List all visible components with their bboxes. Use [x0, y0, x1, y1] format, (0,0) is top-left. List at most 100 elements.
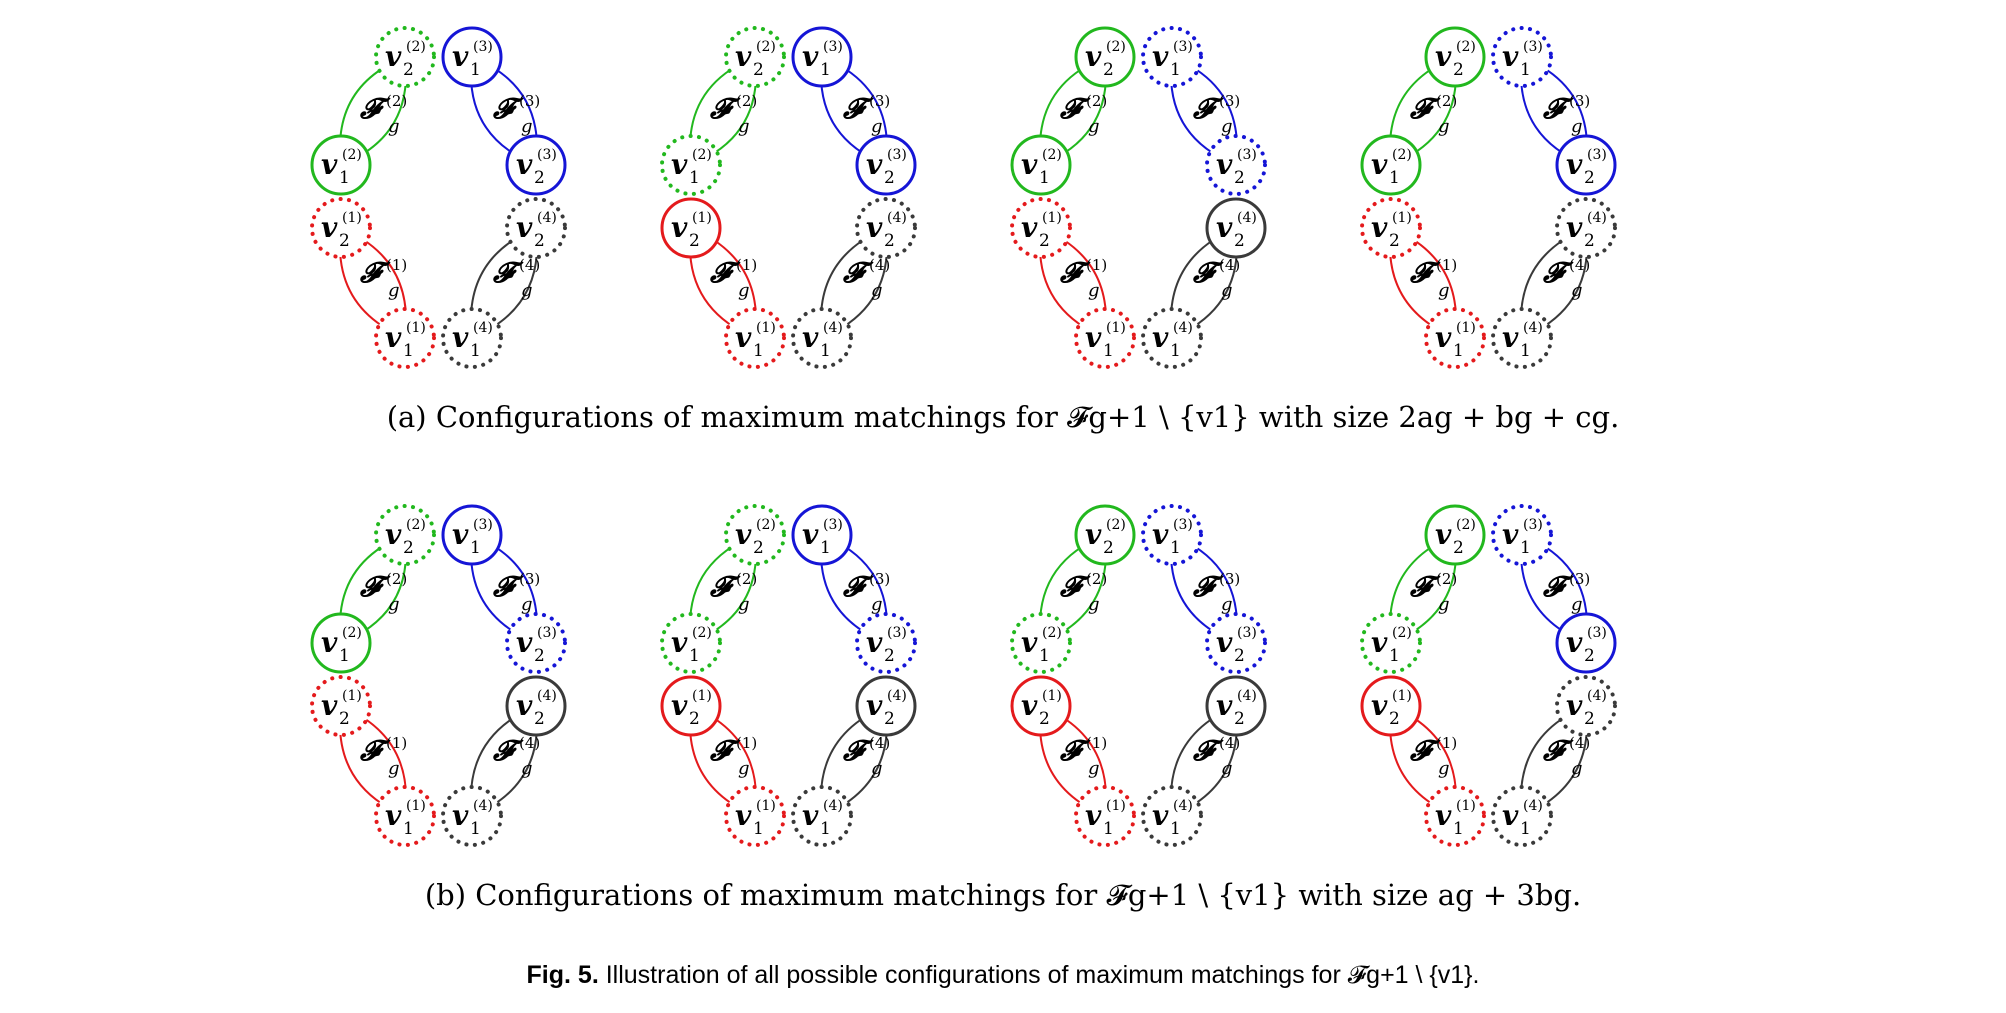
- vertex-v1-1-unmatched: [374, 785, 436, 847]
- vertex-label: v: [1216, 626, 1233, 659]
- vertex-v1-1-unmatched: [1424, 307, 1486, 369]
- vertex-label-sub: 1: [470, 538, 481, 558]
- subgraph-label-sub: g: [1221, 758, 1233, 779]
- vertex-v2-4-matched: [1205, 675, 1267, 737]
- vertex-label-sub: 1: [1453, 819, 1464, 839]
- subgraph-label-sup: (3): [519, 92, 540, 110]
- vertex-v2-3-matched: [855, 134, 917, 196]
- vertex-label-sub: 2: [1039, 709, 1050, 729]
- vertex-label-sub: 1: [1453, 341, 1464, 361]
- vertex-label-sub: 1: [339, 646, 350, 666]
- vertex-label-sup: (3): [537, 147, 557, 163]
- subgraph-label-sup: (2): [736, 570, 757, 588]
- vertex-label: v: [1371, 689, 1388, 722]
- vertex-label-sub: 1: [1389, 646, 1400, 666]
- subgraph-label-sup: (4): [519, 734, 540, 752]
- vertex-label-sup: (2): [1042, 625, 1062, 641]
- vertex-label-sup: (3): [823, 39, 843, 55]
- vertex-v2-3-matched: [505, 134, 567, 196]
- vertex-label-sub: 2: [1389, 709, 1400, 729]
- subgraph-label-sub: g: [871, 116, 883, 137]
- vertex-v1-2-unmatched: [660, 612, 722, 674]
- vertex-label-sub: 1: [820, 538, 831, 558]
- subgraph-label-sub: g: [388, 116, 400, 137]
- vertex-label-sub: 2: [884, 709, 895, 729]
- vertex-label-sub: 2: [1039, 231, 1050, 251]
- vertex-label: v: [321, 211, 338, 244]
- vertex-label: v: [1371, 211, 1388, 244]
- vertex-v1-4-unmatched: [1491, 785, 1553, 847]
- vertex-label: v: [1021, 626, 1038, 659]
- subgraph-label-sub: g: [1438, 758, 1450, 779]
- figure-caption-text: Illustration of all possible configurati…: [605, 961, 1480, 989]
- vertex-v2-1-unmatched: [310, 197, 372, 259]
- vertex-v2-2-unmatched: [374, 504, 436, 566]
- vertex-label: v: [1216, 689, 1233, 722]
- vertex-v1-4-unmatched: [791, 785, 853, 847]
- vertex-label-sup: (4): [1173, 798, 1193, 814]
- vertex-v1-2-matched: [1010, 134, 1072, 196]
- vertex-v1-1-unmatched: [1074, 785, 1136, 847]
- subgraph-label-sup: (2): [1086, 570, 1107, 588]
- vertex-label: v: [1216, 148, 1233, 181]
- vertex-v1-3-matched: [441, 26, 503, 88]
- subgraph-label-sub: g: [388, 594, 400, 615]
- vertex-v1-3-unmatched: [1491, 504, 1553, 566]
- vertex-v1-4-unmatched: [441, 785, 503, 847]
- vertex-label-sub: 1: [820, 60, 831, 80]
- vertex-label-sub: 1: [753, 341, 764, 361]
- vertex-label-sup: (1): [1456, 798, 1476, 814]
- vertex-v1-3-matched: [441, 504, 503, 566]
- vertex-label-sup: (4): [1237, 688, 1257, 704]
- subgraph-label-sup: (4): [519, 256, 540, 274]
- vertex-label-sub: 1: [820, 341, 831, 361]
- vertex-label: v: [802, 321, 819, 354]
- vertex-label-sup: (1): [406, 798, 426, 814]
- subgraph-label-sub: g: [871, 280, 883, 301]
- vertex-label: v: [1371, 148, 1388, 181]
- vertex-label-sup: (1): [342, 688, 362, 704]
- vertex-label-sub: 1: [1520, 538, 1531, 558]
- vertex-v2-1-matched: [1010, 675, 1072, 737]
- subgraph-label-sub: g: [1221, 594, 1233, 615]
- subgraph-label-sub: g: [1438, 594, 1450, 615]
- subgraph-label-sup: (4): [1219, 734, 1240, 752]
- vertex-label-sub: 1: [1170, 341, 1181, 361]
- vertex-v2-4-unmatched: [855, 197, 917, 259]
- vertex-v2-1-unmatched: [1360, 197, 1422, 259]
- vertex-label-sup: (4): [1173, 320, 1193, 336]
- vertex-label-sub: 1: [470, 341, 481, 361]
- vertex-label-sup: (1): [1106, 320, 1126, 336]
- subgraph-label-sub: g: [871, 594, 883, 615]
- vertex-label: v: [1502, 321, 1519, 354]
- vertex-label-sub: 2: [403, 538, 414, 558]
- vertex-v1-2-unmatched: [660, 134, 722, 196]
- vertex-label-sup: (1): [1042, 210, 1062, 226]
- vertex-label-sup: (4): [537, 688, 557, 704]
- subgraph-label-sub: g: [1438, 280, 1450, 301]
- vertex-v1-3-matched: [791, 26, 853, 88]
- subgraph-label-sup: (1): [1086, 256, 1107, 274]
- vertex-label-sup: (1): [692, 688, 712, 704]
- vertex-label-sup: (3): [537, 625, 557, 641]
- subgraph-label-sub: g: [738, 280, 750, 301]
- vertex-v1-1-unmatched: [1424, 785, 1486, 847]
- subgraph-label-sub: g: [1571, 280, 1583, 301]
- vertex-label-sup: (3): [823, 517, 843, 533]
- subgraph-label-sub: g: [1571, 758, 1583, 779]
- subgraph-label-sup: (3): [869, 570, 890, 588]
- vertex-label: v: [385, 518, 402, 551]
- vertex-label-sub: 2: [753, 538, 764, 558]
- subgraph-label-sub: g: [521, 280, 533, 301]
- vertex-label: v: [452, 799, 469, 832]
- vertex-label-sup: (2): [692, 147, 712, 163]
- subgraph-label-sup: (2): [736, 92, 757, 110]
- vertex-label-sub: 1: [1170, 538, 1181, 558]
- vertex-v1-4-unmatched: [791, 307, 853, 369]
- vertex-v1-2-matched: [1360, 134, 1422, 196]
